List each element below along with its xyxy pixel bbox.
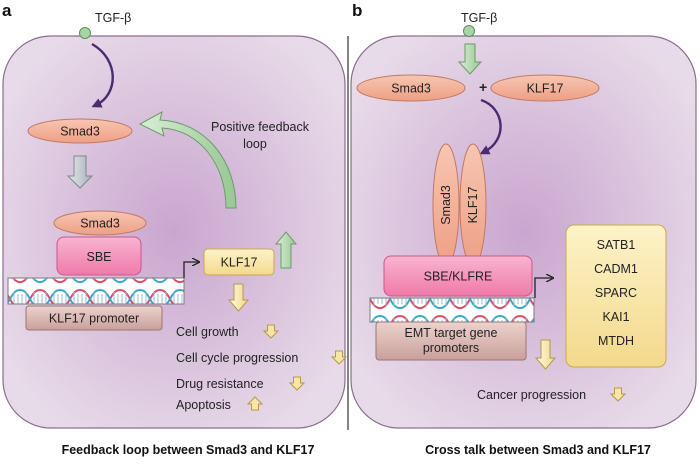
panel-a-sbe-label: SBE — [86, 250, 111, 264]
panel-a-feedback-label-1: Positive feedback — [211, 120, 310, 134]
panel-b-green-down-arrow — [457, 43, 483, 75]
panel-a-effect-0-arrow — [262, 324, 280, 339]
panel-a: a TGF-β Smad3 Positive feedback loop Sma… — [2, 1, 348, 457]
panel-a-smad3-bound-label: Smad3 — [80, 217, 120, 231]
panel-b-letter: b — [352, 1, 362, 20]
panel-b-target-0: SATB1 — [597, 238, 636, 252]
panel-a-effect-2-label: Drug resistance — [176, 377, 264, 391]
panel-a-klf17-down-arrow — [227, 283, 250, 312]
panel-a-smad3-bound — [53, 210, 147, 236]
panel-b-target-2: SPARC — [595, 286, 637, 300]
panel-a-grey-down-arrow — [66, 155, 94, 189]
panel-b-smad3 — [356, 74, 466, 102]
panel-a-effect-3-label: Apoptosis — [176, 398, 231, 412]
panel-a-transcription-arrow — [183, 262, 198, 278]
panel-b-dna-strand — [369, 297, 535, 323]
panel-a-effects-list: Cell growth Cell cycle progression Drug … — [176, 324, 348, 412]
panel-a-promoter-label: KLF17 promoter — [49, 312, 139, 326]
panel-a-cell-membrane — [2, 35, 346, 429]
panel-b-sbe-klfre-label: SBE/KLFRE — [424, 270, 493, 284]
panel-b-caption: Cross talk between Smad3 and KLF17 — [425, 443, 651, 457]
panel-a-effect-1-arrow — [330, 350, 348, 365]
panel-b: b TGF-β Smad3 + KLF17 Smad3 KLF17 SBE/KL… — [350, 1, 697, 457]
panel-b-smad3-label: Smad3 — [391, 82, 431, 96]
panel-a-klf17-up-arrow — [274, 231, 298, 269]
panel-a-smad3-top-label: Smad3 — [60, 125, 100, 139]
panel-b-klf17 — [490, 74, 600, 102]
panel-b-complex-smad3-label: Smad3 — [439, 185, 453, 225]
panel-b-ligand-label: TGF-β — [461, 11, 497, 25]
panel-a-caption: Feedback loop between Smad3 and KLF17 — [62, 443, 315, 457]
panel-a-promoter-box — [25, 305, 163, 331]
panel-b-outcome-label: Cancer progression — [477, 388, 586, 402]
panel-b-klf17-label: KLF17 — [527, 82, 564, 96]
panel-b-outcome-arrow — [609, 387, 627, 402]
panel-b-down-arrow — [534, 339, 557, 370]
panel-a-dna-strand — [7, 277, 185, 305]
panel-b-promoter-label-1: EMT target gene — [405, 326, 498, 340]
panel-a-ligand-label: TGF-β — [95, 11, 131, 25]
panel-b-targets-list: SATB1 CADM1 SPARC KAI1 MTDH — [594, 238, 638, 348]
panel-a-klf17-label: KLF17 — [221, 256, 258, 270]
panel-b-complex-klf17-label: KLF17 — [466, 187, 480, 224]
panel-b-target-4: MTDH — [598, 334, 634, 348]
panel-a-effect-0-label: Cell growth — [176, 325, 239, 339]
panel-b-promoter-box — [375, 321, 527, 361]
panel-a-sbe-box — [56, 236, 142, 276]
panel-a-smad3-top — [27, 118, 133, 144]
panel-b-transcription-arrow — [534, 278, 552, 298]
panel-a-klf17-box — [203, 248, 275, 276]
panel-b-target-3: KAI1 — [602, 310, 629, 324]
panel-b-plus-sign: + — [479, 79, 487, 95]
panel-a-feedback-arrow — [138, 111, 237, 209]
panel-a-effect-3-arrow — [246, 396, 264, 411]
panel-b-ligand-dot — [463, 25, 475, 37]
panel-a-effect-2-arrow — [288, 376, 306, 391]
panel-a-activation-arrow — [91, 42, 114, 108]
panel-a-feedback-label-2: loop — [243, 137, 267, 151]
panel-a-letter: a — [2, 1, 12, 20]
panel-b-sbe-klfre-box — [383, 255, 533, 297]
panel-a-effect-1-label: Cell cycle progression — [176, 351, 298, 365]
panel-a-ligand-dot — [79, 27, 91, 39]
panel-b-targets-box — [565, 224, 667, 368]
panel-b-promoter-label-2: promoters — [423, 341, 479, 355]
panel-b-complex-arrow — [479, 98, 502, 155]
panel-b-target-1: CADM1 — [594, 262, 638, 276]
